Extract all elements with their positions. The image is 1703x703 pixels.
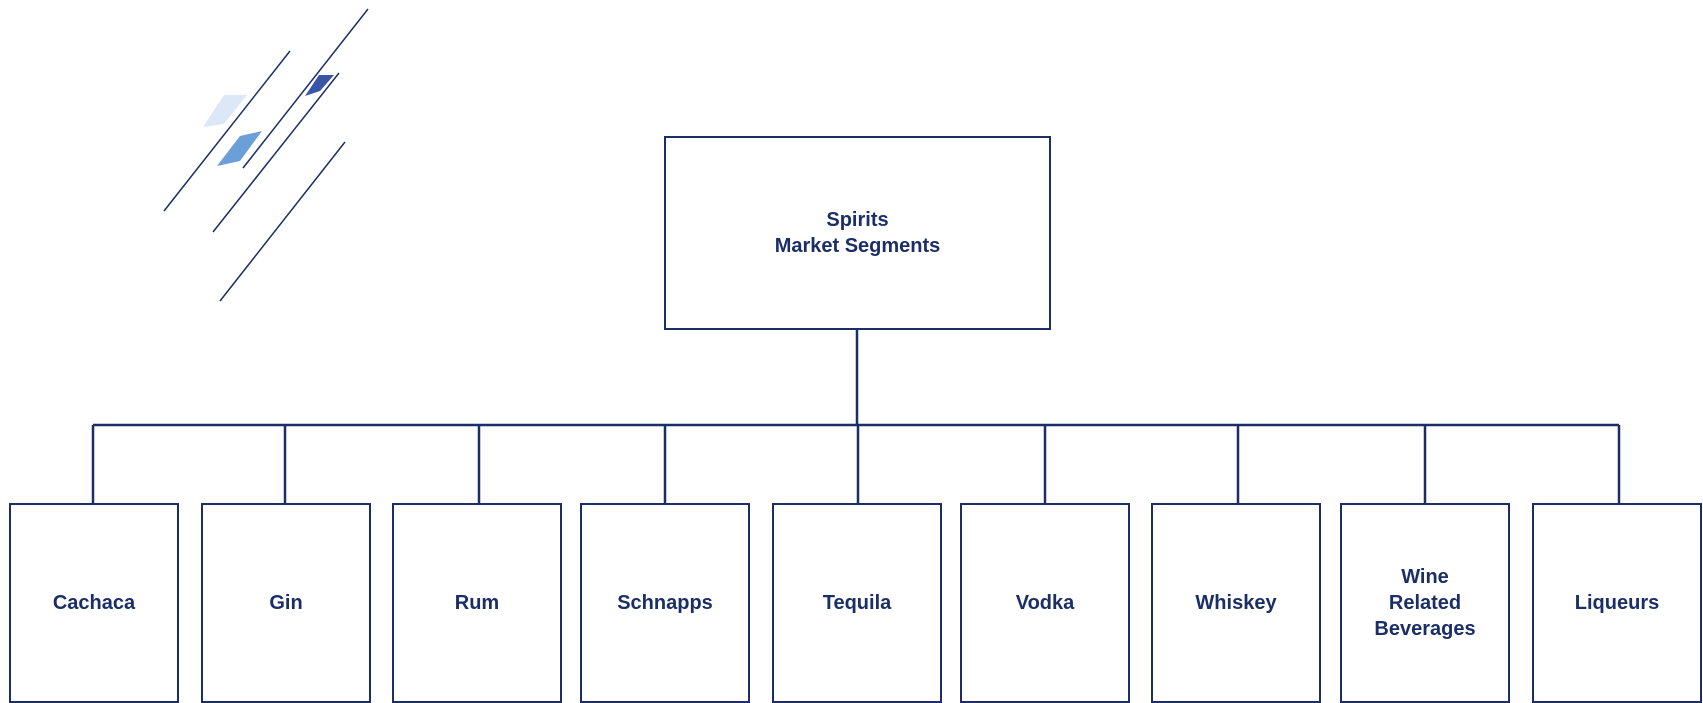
segment-label: Rum [454,592,500,614]
root-node-title: Spirits Market Segments [774,209,941,257]
logo-diamond-dark [305,75,334,96]
logo-diamond-mid [217,131,262,166]
segment-node-schnapps: Schnapps [580,503,750,703]
segment-label: Schnapps [617,592,713,614]
logo-diamond-light [203,95,247,127]
segment-node-wine-related-beverages: Wine Related Beverages [1340,503,1510,703]
segment-label: Liqueurs [1574,592,1660,614]
logo-line [219,141,346,302]
segment-node-cachaca: Cachaca [9,503,179,703]
segment-node-whiskey: Whiskey [1151,503,1321,703]
logo-line [212,72,340,233]
segment-node-gin: Gin [201,503,371,703]
root-node: Spirits Market Segments [664,136,1051,330]
connectors [91,330,1621,504]
logo-line [163,50,291,212]
segment-node-vodka: Vodka [960,503,1130,703]
segment-node-liqueurs: Liqueurs [1532,503,1702,703]
logo-line [242,8,369,169]
segment-label: Wine Related Beverages [1374,566,1476,640]
segment-label: Whiskey [1195,592,1277,614]
segment-node-tequila: Tequila [772,503,942,703]
segment-label: Tequila [822,592,892,614]
segment-label: Vodka [1015,592,1075,614]
segment-label: Gin [269,592,303,614]
segment-label: Cachaca [52,592,136,614]
decorative-logo [163,8,369,302]
segment-node-rum: Rum [392,503,562,703]
